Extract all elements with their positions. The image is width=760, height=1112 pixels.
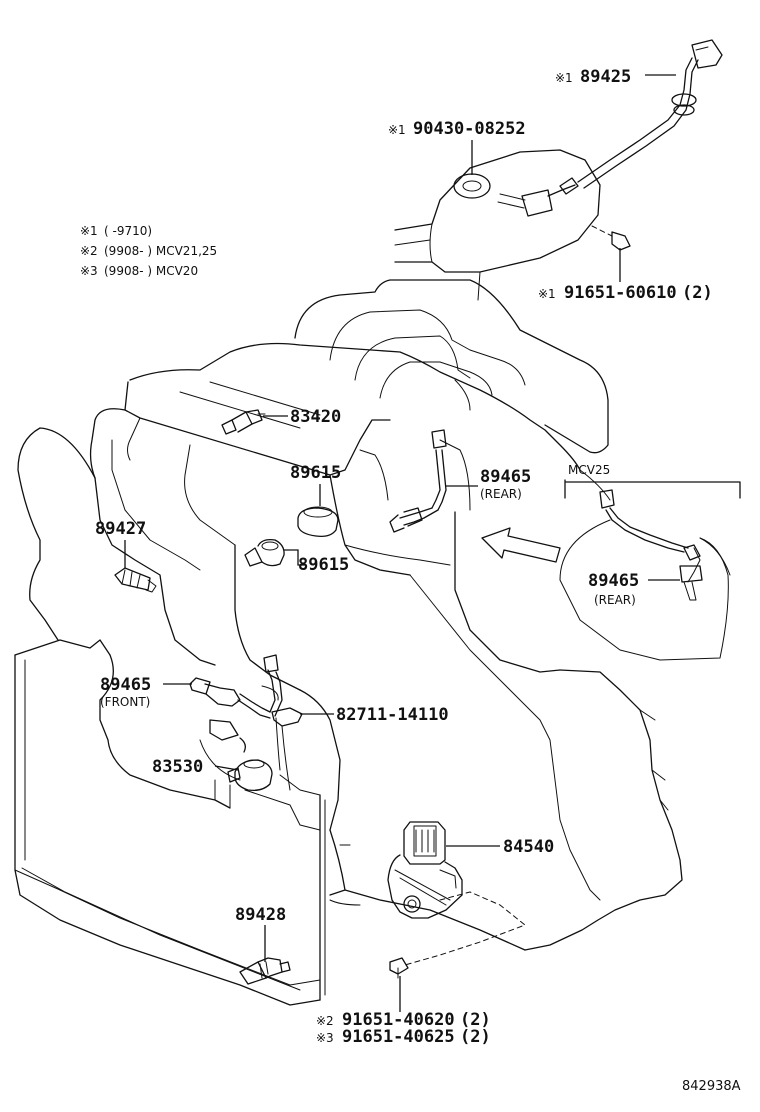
label-89425-number: 89425 — [580, 67, 631, 87]
label-89465-rear-mcv25: 89465 (REAR) — [588, 571, 639, 607]
label-90430-08252: ※1 90430-08252 — [388, 119, 526, 139]
label-91651-60610-qty: (2) — [682, 283, 713, 303]
label-89615-upper: 89615 — [290, 463, 341, 483]
label-91651-40625-qty: (2) — [460, 1027, 491, 1047]
direction-arrow-drawing — [481, 527, 561, 563]
exhaust-pipe-drawing — [394, 149, 601, 301]
engine-block-drawing — [17, 427, 561, 691]
label-89465-rear: 89465 (REAR) — [480, 467, 531, 501]
label-mcv25: MCV25 — [568, 463, 610, 477]
label-91651-40620-number: 91651-40620 — [342, 1010, 455, 1030]
pressure-switch-83530-drawing — [227, 759, 273, 792]
knock-sensor-89615-drawing — [244, 506, 339, 567]
label-89427: 89427 — [95, 519, 146, 539]
neutral-start-switch-84540-drawing — [387, 821, 463, 919]
label-83530: 83530 — [152, 757, 203, 777]
label-90430-mark: ※1 — [388, 123, 406, 137]
oil-pressure-switch-83420-drawing — [221, 409, 266, 435]
radiator-drawing — [14, 639, 326, 1006]
label-89465-rear-sub: (REAR) — [480, 487, 522, 501]
label-90430-number: 90430-08252 — [413, 119, 526, 139]
label-91651-40625-mark: ※3 — [316, 1031, 334, 1045]
figure-id: 842938A — [682, 1079, 741, 1094]
intake-manifold-drawing — [294, 279, 609, 454]
mcv25-inset-drawing — [559, 479, 741, 661]
label-82711-14110: 82711-14110 — [336, 705, 449, 725]
applicability-notes: ※1 ( -9710) ※2 (9908- ) MCV21,25 ※3 (990… — [80, 224, 217, 278]
clamp-82711-drawing — [271, 707, 303, 791]
note-1-text: ( -9710) — [104, 224, 152, 238]
note-2-mark: ※2 — [80, 244, 98, 258]
label-83420: 83420 — [290, 407, 341, 427]
note-2-text: (9908- ) MCV21,25 — [104, 244, 217, 258]
label-89465-rear-number: 89465 — [480, 467, 531, 487]
label-89615-lower: 89615 — [298, 555, 349, 575]
oxygen-sensor-rear-drawing — [389, 429, 447, 533]
label-91651-40620-qty: (2) — [460, 1010, 491, 1030]
label-89465-front-number: 89465 — [100, 675, 151, 695]
label-91651-40625-number: 91651-40625 — [342, 1027, 455, 1047]
label-91651-60610-number: 91651-60610 — [564, 283, 677, 303]
label-91651-60610: ※1 91651-60610 (2) — [538, 283, 713, 303]
label-91651-60610-mark: ※1 — [538, 287, 556, 301]
label-89465-mcv25-sub: (REAR) — [594, 593, 636, 607]
label-89465-front: 89465 (FRONT) — [100, 675, 151, 709]
label-91651-40625: ※3 91651-40625 (2) — [316, 1027, 491, 1047]
label-89465-mcv25-number: 89465 — [588, 571, 639, 591]
note-3-text: (9908- ) MCV20 — [104, 264, 198, 278]
cylinder-head-drawing — [89, 342, 581, 479]
label-89425: ※1 89425 — [555, 67, 631, 87]
label-91651-40620: ※2 91651-40620 (2) — [316, 1010, 491, 1030]
leader-89615b — [284, 549, 305, 566]
temperature-sensor-89428-drawing — [239, 957, 291, 985]
label-89428: 89428 — [235, 905, 286, 925]
label-89425-mark: ※1 — [555, 71, 573, 85]
part-labels: ※1 ( -9710) ※2 (9908- ) MCV21,25 ※3 (990… — [80, 67, 741, 1094]
bolt-91651-60610-drawing — [591, 225, 631, 251]
oxygen-sensor-89425-drawing — [577, 39, 723, 189]
note-1-mark: ※1 — [80, 224, 98, 238]
label-91651-40620-mark: ※2 — [316, 1014, 334, 1028]
leader-83530 — [214, 765, 239, 771]
transmission-drawing — [299, 469, 683, 951]
oxygen-sensor-front-drawing — [189, 654, 283, 719]
leader-lines — [124, 74, 680, 1012]
label-89465-front-sub: (FRONT) — [100, 695, 150, 709]
note-3-mark: ※3 — [80, 264, 98, 278]
engine-drawing — [14, 39, 741, 1006]
temperature-sensor-89427-drawing — [114, 567, 157, 593]
bolt-91651-40620-drawing — [389, 891, 526, 979]
label-84540: 84540 — [503, 837, 554, 857]
